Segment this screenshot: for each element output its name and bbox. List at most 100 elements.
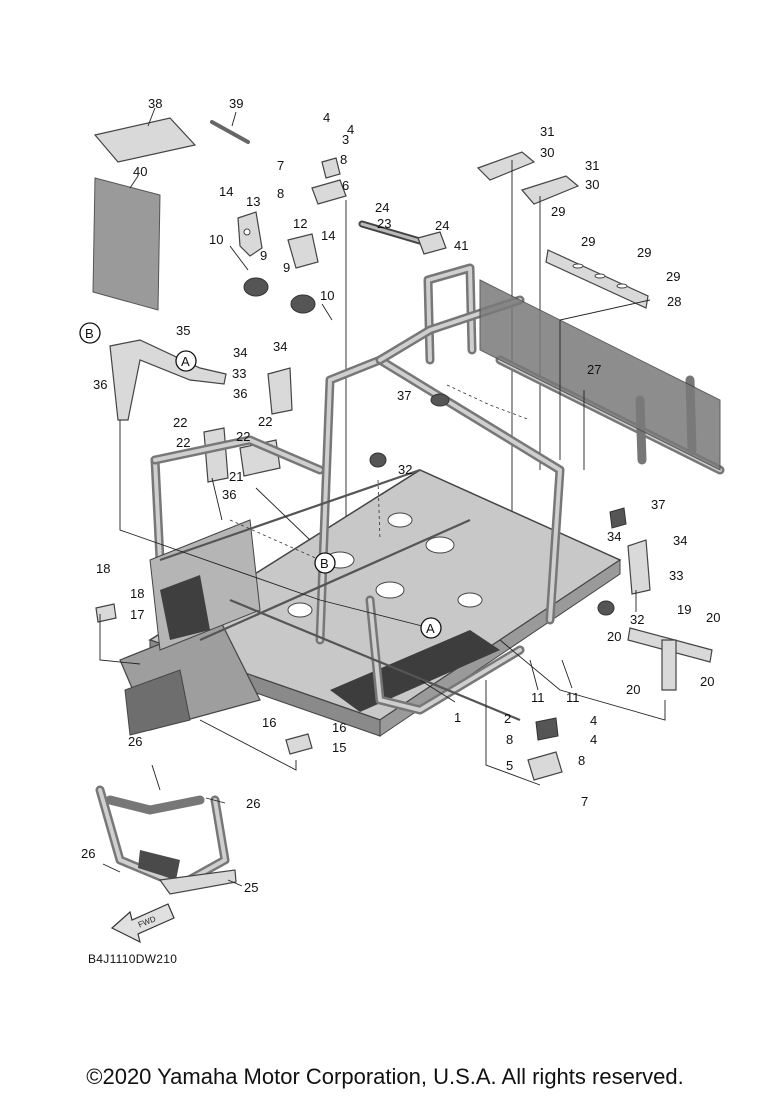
part-label-29b: 29 [581, 234, 595, 249]
part-label-29a: 29 [551, 204, 565, 219]
drawing-code: B4J1110DW210 [88, 952, 178, 966]
part-label-14a: 14 [219, 184, 233, 199]
part-label-36b: 36 [233, 386, 247, 401]
part-label-26b: 26 [246, 796, 260, 811]
part-label-40: 40 [133, 164, 147, 179]
part-label-19: 19 [677, 602, 691, 617]
rubber-mount-right [290, 294, 316, 314]
bracket-15-part [285, 733, 313, 755]
part-label-2: 2 [504, 711, 511, 726]
pad-37-left [430, 393, 450, 407]
part-label-10a: 10 [209, 232, 223, 247]
part-label-34a: 34 [233, 345, 247, 360]
part-label-37a: 37 [397, 388, 411, 403]
part-label-22c: 22 [176, 435, 190, 450]
part-label-32a: 32 [398, 462, 412, 477]
part-label-31a: 31 [540, 124, 554, 139]
part-label-26a: 26 [128, 734, 142, 749]
part-label-39: 39 [229, 96, 243, 111]
part-label-4d: 4 [590, 732, 597, 747]
part-label-24a: 24 [375, 200, 389, 215]
part-label-10b: 10 [320, 288, 334, 303]
part-label-34b: 34 [273, 339, 287, 354]
plate-28-part [545, 249, 649, 309]
bracket-33-right [627, 539, 651, 595]
part-label-11b: 11 [566, 690, 580, 705]
part-label-20d: 20 [700, 674, 714, 689]
bracket-12-part [287, 233, 319, 269]
part-label-35: 35 [176, 323, 190, 338]
part-label-1: 1 [454, 710, 461, 725]
part-label-37b: 37 [651, 497, 665, 512]
bracket-17-part [95, 603, 117, 623]
copyright-notice: ©2020 Yamaha Motor Corporation, U.S.A. A… [86, 1064, 684, 1089]
bar-23-part [358, 220, 447, 255]
part-label-28: 28 [667, 294, 681, 309]
part-label-4a: 4 [323, 110, 330, 125]
bracket-19-part [627, 627, 713, 691]
part-label-14b: 14 [321, 228, 335, 243]
part-label-29d: 29 [666, 269, 680, 284]
part-label-15: 15 [332, 740, 346, 755]
pad-37-right [609, 507, 627, 529]
callout-a-lower: A [420, 617, 442, 639]
part-label-21: 21 [229, 469, 243, 484]
part-label-3: 3 [342, 132, 349, 147]
bracket-5-part [527, 717, 563, 781]
part-label-16a: 16 [262, 715, 276, 730]
part-label-22a: 22 [173, 415, 187, 430]
part-label-5: 5 [506, 758, 513, 773]
part-label-20a: 20 [706, 610, 720, 625]
part-label-17: 17 [130, 607, 144, 622]
svg-text:A: A [181, 354, 190, 369]
part-label-8c: 8 [506, 732, 513, 747]
part-label-4b: 4 [347, 122, 354, 137]
part-label-25: 25 [244, 880, 258, 895]
callout-b-upper: B [79, 322, 101, 344]
part-label-22d: 22 [236, 429, 250, 444]
callout-b-lower: B [314, 552, 336, 574]
bracket-30-lower [520, 175, 580, 205]
svg-text:B: B [85, 326, 94, 341]
svg-text:A: A [426, 621, 435, 636]
part-label-36c: 36 [222, 487, 236, 502]
part-label-31b: 31 [585, 158, 599, 173]
part-label-38: 38 [148, 96, 162, 111]
part-label-33a: 33 [232, 366, 246, 381]
bracket-6-part [311, 157, 347, 205]
grommet-32-left [369, 452, 387, 468]
fwd-arrow-icon: FWD [110, 903, 175, 944]
part-label-34d: 34 [673, 533, 687, 548]
part-label-29c: 29 [637, 245, 651, 260]
part-label-30b: 30 [585, 177, 599, 192]
part-label-18a: 18 [96, 561, 110, 576]
part-label-9b: 9 [283, 260, 290, 275]
part-label-4c: 4 [590, 713, 597, 728]
part-label-16b: 16 [332, 720, 346, 735]
main-frame [119, 263, 725, 737]
bracket-22-upper [203, 427, 229, 483]
part-label-24b: 24 [435, 218, 449, 233]
rod-part [210, 111, 250, 144]
part-label-22b: 22 [258, 414, 272, 429]
bracket-13-part [237, 211, 263, 257]
frame-exploded-diagram: 38 39 40 4 4 3 7 8 8 6 14 13 12 14 10 9 … [79, 96, 725, 944]
callout-a-upper: A [175, 350, 197, 372]
brace-35-part [109, 339, 227, 421]
seat-pad-part [93, 107, 197, 163]
svg-text:B: B [320, 556, 329, 571]
part-label-26c: 26 [81, 846, 95, 861]
bracket-33-left [267, 367, 293, 415]
part-label-6: 6 [342, 178, 349, 193]
part-label-20c: 20 [626, 682, 640, 697]
grommet-32-right [597, 600, 615, 616]
part-label-32b: 32 [630, 612, 644, 627]
front-bumper-part [95, 785, 237, 895]
rubber-mount-left [243, 277, 269, 297]
part-label-8a: 8 [340, 152, 347, 167]
part-label-34c: 34 [607, 529, 621, 544]
part-label-8b: 8 [277, 186, 284, 201]
part-label-20b: 20 [607, 629, 621, 644]
part-label-13: 13 [246, 194, 260, 209]
part-label-18b: 18 [130, 586, 144, 601]
